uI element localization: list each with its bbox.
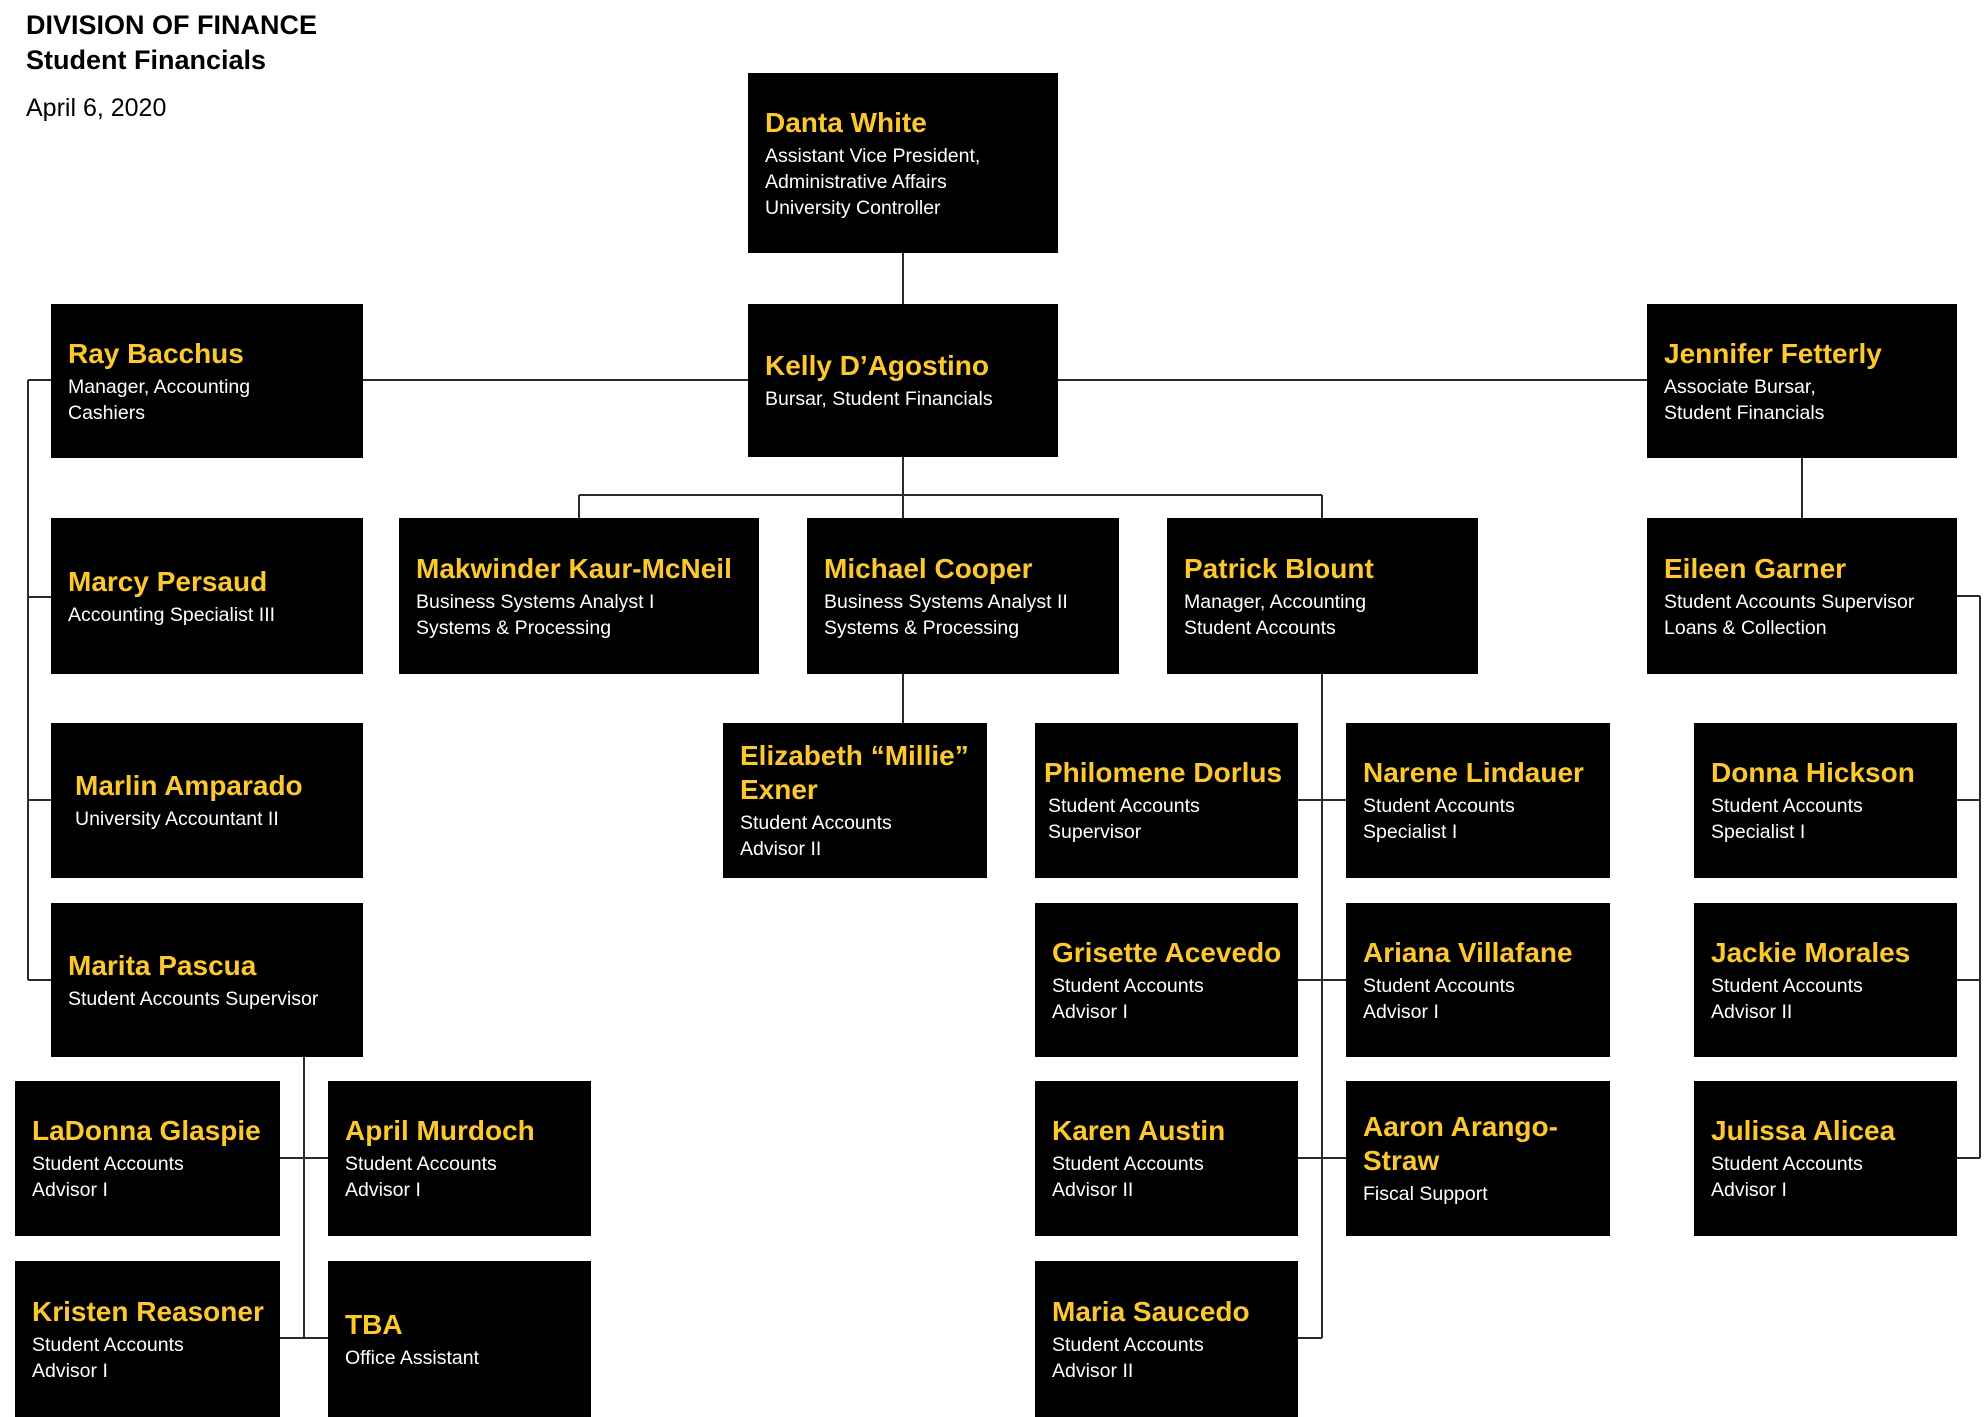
person-name: Danta White bbox=[765, 106, 927, 138]
person-name: Makwinder Kaur-McNeil bbox=[416, 552, 732, 584]
person-name: Narene Lindauer bbox=[1363, 757, 1584, 788]
person-name: Kristen Reasoner bbox=[32, 1295, 264, 1327]
person-name: Ariana Villafane bbox=[1363, 936, 1573, 968]
person-name: Kelly D’Agostino bbox=[765, 350, 990, 381]
person-title: Associate Bursar, Student Financials bbox=[1664, 375, 1825, 424]
person-box-eileen-garner: Eileen Garner Student Accounts Superviso… bbox=[1647, 518, 1957, 674]
person-name: Jennifer Fetterly bbox=[1664, 337, 1882, 369]
department-title: Student Financials bbox=[26, 45, 267, 75]
person-title: Student Accounts Specialist I bbox=[1711, 795, 1863, 843]
person-name: April Murdoch bbox=[345, 1115, 535, 1146]
person-title: Student Accounts Advisor II bbox=[740, 812, 892, 860]
person-box-narene-lindauer: Narene Lindauer Student Accounts Special… bbox=[1346, 723, 1610, 878]
person-title: Student Accounts Supervisor Loans & Coll… bbox=[1664, 590, 1915, 639]
person-box-april-murdoch: April Murdoch Student Accounts Advisor I bbox=[328, 1081, 591, 1236]
person-name: Marcy Persaud bbox=[68, 565, 268, 597]
person-box-karen-austin: Karen Austin Student Accounts Advisor II bbox=[1035, 1081, 1298, 1236]
person-name: Elizabeth “Millie” Exner bbox=[740, 740, 969, 805]
person-title: Assistant Vice President, Administrative… bbox=[765, 144, 981, 219]
person-box-ladonna-glaspie: LaDonna Glaspie Student Accounts Advisor… bbox=[15, 1081, 280, 1236]
person-title: Student Accounts Advisor II bbox=[1052, 1333, 1204, 1382]
person-box-jennifer-fetterly: Jennifer Fetterly Associate Bursar, Stud… bbox=[1647, 304, 1957, 458]
person-box-elizabeth-exner: Elizabeth “Millie” Exner Student Account… bbox=[723, 723, 987, 878]
person-name: Julissa Alicea bbox=[1711, 1115, 1896, 1146]
person-box-patrick-blount: Patrick Blount Manager, Accounting Stude… bbox=[1167, 518, 1478, 674]
person-title: Student Accounts Advisor II bbox=[1052, 1153, 1204, 1201]
person-box-grisette-acevedo: Grisette Acevedo Student Accounts Adviso… bbox=[1035, 903, 1298, 1057]
person-box-jackie-morales: Jackie Morales Student Accounts Advisor … bbox=[1694, 903, 1957, 1057]
division-title: DIVISION OF FINANCE bbox=[26, 10, 318, 40]
person-name: LaDonna Glaspie bbox=[32, 1115, 261, 1146]
person-name: Marlin Amparado bbox=[75, 770, 303, 801]
person-name: TBA bbox=[345, 1308, 403, 1340]
person-box-marcy-persaud: Marcy Persaud Accounting Specialist III bbox=[51, 518, 363, 674]
person-title: Student Accounts Advisor I bbox=[345, 1153, 497, 1201]
person-title: Student Accounts Advisor II bbox=[1711, 974, 1863, 1023]
person-title: Student Accounts Advisor I bbox=[1052, 974, 1204, 1023]
person-name: Jackie Morales bbox=[1711, 936, 1911, 968]
person-name: Michael Cooper bbox=[824, 552, 1033, 584]
person-box-aaron-arango-straw: Aaron Arango- Straw Fiscal Support bbox=[1346, 1081, 1610, 1236]
person-box-ray-bacchus: Ray Bacchus Manager, Accounting Cashiers bbox=[51, 304, 363, 458]
person-box-kristen-reasoner: Kristen Reasoner Student Accounts Adviso… bbox=[15, 1261, 280, 1417]
person-title: Accounting Specialist III bbox=[68, 603, 276, 626]
person-title: Office Assistant bbox=[345, 1346, 480, 1369]
person-name: Marita Pascua bbox=[68, 949, 257, 981]
person-box-kelly-dagostino: Kelly D’Agostino Bursar, Student Financi… bbox=[748, 304, 1058, 457]
person-title: Student Accounts Specialist I bbox=[1363, 795, 1515, 843]
person-name: Maria Saucedo bbox=[1052, 1295, 1250, 1327]
person-box-marlin-amparado: Marlin Amparado University Accountant II bbox=[51, 723, 363, 878]
chart-date: April 6, 2020 bbox=[26, 94, 167, 122]
person-box-donna-hickson: Donna Hickson Student Accounts Specialis… bbox=[1694, 723, 1957, 878]
person-title: Student Accounts Supervisor bbox=[1048, 795, 1200, 843]
person-title: Manager, Accounting Cashiers bbox=[68, 375, 251, 424]
person-title: Student Accounts Advisor I bbox=[1363, 974, 1515, 1023]
person-title: Student Accounts Supervisor bbox=[68, 987, 319, 1010]
person-name: Patrick Blount bbox=[1184, 552, 1374, 584]
person-title: Student Accounts Advisor I bbox=[32, 1333, 184, 1382]
person-title: Manager, Accounting Student Accounts bbox=[1184, 590, 1367, 639]
person-name: Eileen Garner bbox=[1664, 552, 1847, 584]
person-box-marita-pascua: Marita Pascua Student Accounts Superviso… bbox=[51, 903, 363, 1057]
person-title: Student Accounts Advisor I bbox=[1711, 1153, 1863, 1201]
person-name: Ray Bacchus bbox=[68, 337, 244, 369]
person-title: University Accountant II bbox=[75, 808, 279, 830]
person-title: Bursar, Student Financials bbox=[765, 388, 993, 410]
person-name: Aaron Arango- Straw bbox=[1363, 1111, 1558, 1176]
person-box-ariana-villafane: Ariana Villafane Student Accounts Adviso… bbox=[1346, 903, 1610, 1057]
person-title: Business Systems Analyst I Systems & Pro… bbox=[416, 590, 655, 639]
person-box-julissa-alicea: Julissa Alicea Student Accounts Advisor … bbox=[1694, 1081, 1957, 1236]
person-name: Karen Austin bbox=[1052, 1115, 1226, 1146]
person-box-philomene-dorlus: Philomene Dorlus Student Accounts Superv… bbox=[1035, 723, 1298, 878]
person-title: Student Accounts Advisor I bbox=[32, 1153, 184, 1201]
person-name: Donna Hickson bbox=[1711, 757, 1915, 788]
person-box-maria-saucedo: Maria Saucedo Student Accounts Advisor I… bbox=[1035, 1261, 1298, 1417]
person-name: Philomene Dorlus bbox=[1044, 757, 1283, 788]
person-title: Fiscal Support bbox=[1363, 1183, 1488, 1205]
person-title: Business Systems Analyst II Systems & Pr… bbox=[824, 590, 1068, 639]
person-name: Grisette Acevedo bbox=[1052, 936, 1282, 968]
person-box-michael-cooper: Michael Cooper Business Systems Analyst … bbox=[807, 518, 1119, 674]
person-box-makwinder-kaur-mcneil: Makwinder Kaur-McNeil Business Systems A… bbox=[399, 518, 759, 674]
person-box-tba: TBA Office Assistant bbox=[328, 1261, 591, 1417]
person-box-danta-white: Danta White Assistant Vice President, Ad… bbox=[748, 73, 1058, 253]
